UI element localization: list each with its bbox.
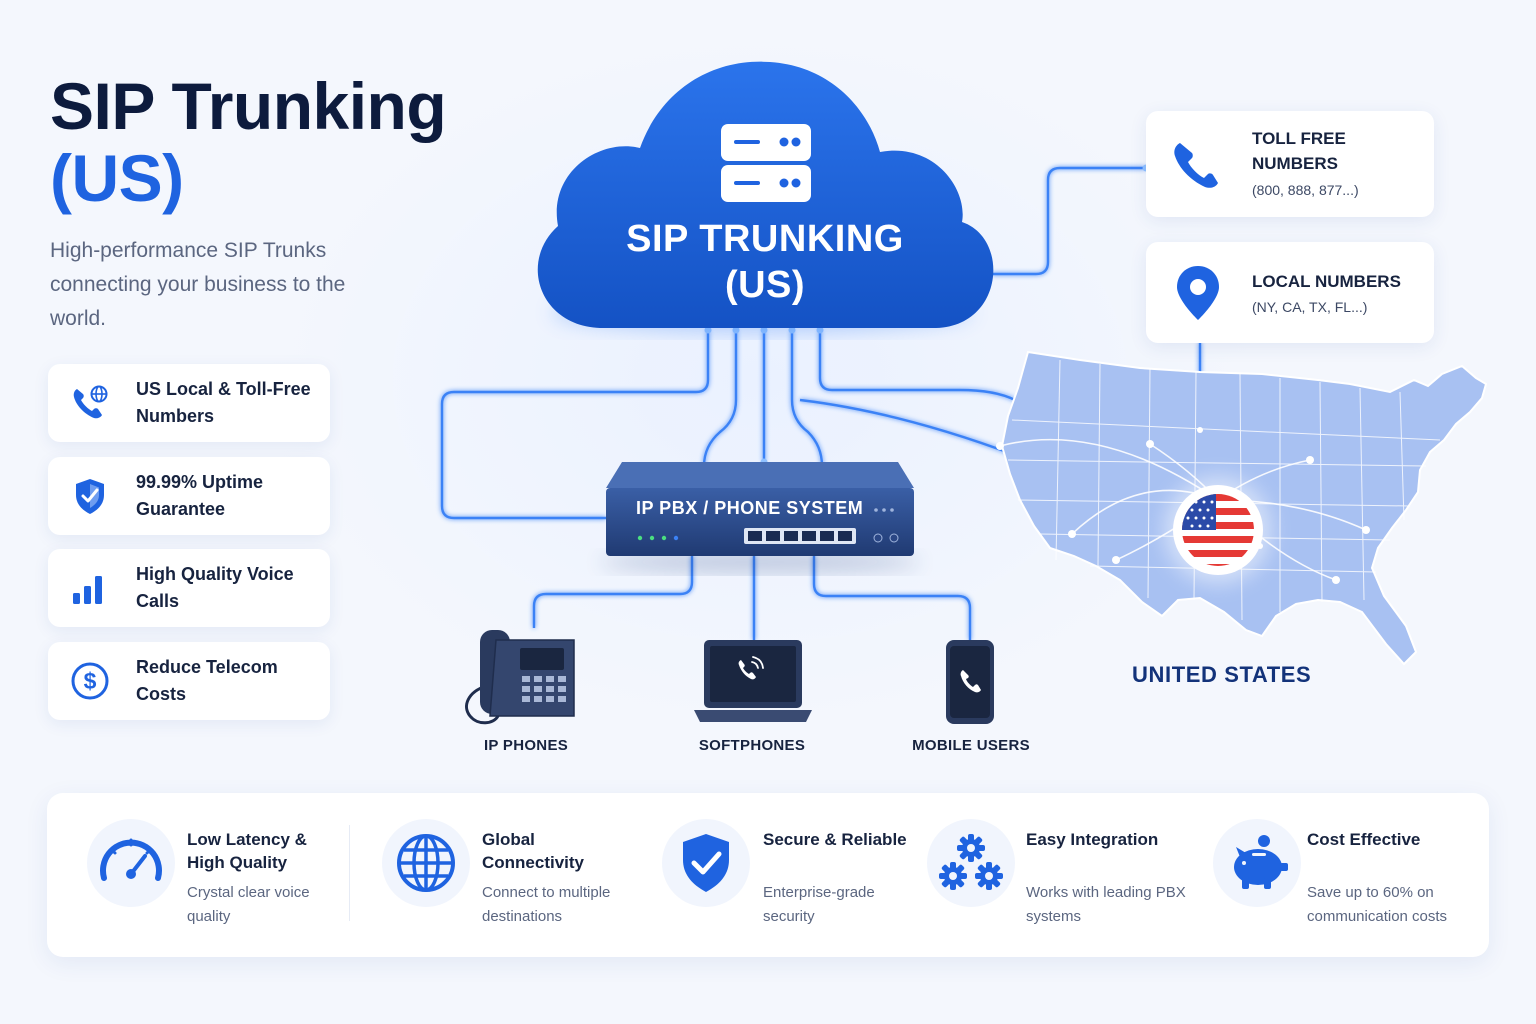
benefit-title: Secure & Reliable: [763, 830, 907, 849]
page-title: SIP Trunking (US): [50, 69, 447, 215]
desk-phone-icon: [465, 630, 575, 725]
network-diagram: [440, 61, 1488, 725]
cloud-title-line2: (US): [724, 264, 806, 306]
benefits-bar: Low Latency & High Quality Crystal clear…: [47, 793, 1489, 957]
benefit-desc: Save up to 60% on communication costs: [1307, 884, 1448, 925]
feature-card-numbers: US Local & Toll-Free Numbers: [48, 364, 330, 442]
feature-card-costs: $ Reduce Telecom Costs: [48, 641, 330, 720]
phone-icon: [1168, 137, 1228, 202]
toll-free-title: TOLL FREE NUMBERS: [1252, 129, 1346, 173]
local-numbers-subtitle: (NY, CA, TX, FL...): [1252, 299, 1368, 315]
mobile-phone-icon: [946, 640, 994, 724]
laptop-phone-icon: [694, 640, 812, 722]
feature-label: Reduce Telecom Costs: [136, 656, 278, 704]
endpoint-label-ip-phones: IP PHONES: [483, 737, 569, 754]
benefit-title: Global Connectivity: [482, 830, 585, 872]
sip-cloud: [537, 61, 994, 332]
feature-card-quality: High Quality Voice Calls: [48, 549, 330, 627]
page-title-main: SIP Trunking: [50, 69, 447, 143]
benefit-title: Easy Integration: [1026, 830, 1159, 849]
cloud-title: SIP TRUNKING (US): [600, 216, 930, 308]
speedometer-icon: [87, 819, 175, 907]
cloud-title-line1: SIP TRUNKING: [626, 218, 904, 260]
benefit-title: Low Latency & High Quality: [187, 830, 307, 872]
endpoint-label-softphones: SOFTPHONES: [698, 737, 806, 754]
gears-icon: [927, 819, 1015, 907]
feature-list: US Local & Toll-Free Numbers 99.99% Upti…: [48, 364, 330, 734]
benefit-desc: Connect to multiple destinations: [482, 884, 611, 925]
us-flag-icon: [1164, 476, 1272, 584]
pbx-label: IP PBX / PHONE SYSTEM: [636, 498, 864, 518]
local-numbers-title: LOCAL NUMBERS: [1252, 272, 1401, 291]
signal-bars-icon: [68, 566, 112, 610]
benefit-desc: Crystal clear voice quality: [187, 884, 310, 925]
feature-label: US Local & Toll-Free Numbers: [136, 379, 311, 426]
dollar-icon: $: [68, 659, 112, 703]
pbx-device: [600, 462, 920, 572]
local-numbers-card: LOCAL NUMBERS (NY, CA, TX, FL...): [1146, 242, 1434, 343]
toll-free-subtitle: (800, 888, 877...): [1252, 182, 1359, 198]
page-title-sub: (US): [50, 141, 184, 215]
location-pin-icon: [1168, 262, 1228, 329]
map-label: UNITED STATES: [1132, 662, 1312, 687]
feature-label: 99.99% Uptime Guarantee: [136, 471, 264, 519]
endpoint-label-mobile-users: MOBILE USERS: [912, 737, 1030, 754]
connection-lines: [440, 166, 1202, 640]
phone-globe-icon: [68, 381, 112, 425]
page-description: High-performance SIP Trunks connecting y…: [50, 239, 346, 330]
svg-text:$: $: [84, 668, 97, 694]
server-icon: [721, 124, 811, 202]
benefit-divider: [349, 825, 350, 921]
globe-icon: [382, 819, 470, 907]
benefit-desc: Works with leading PBX systems: [1026, 884, 1186, 925]
feature-card-uptime: 99.99% Uptime Guarantee: [48, 456, 330, 535]
benefit-desc: Enterprise-grade security: [763, 884, 875, 925]
piggy-bank-icon: [1213, 819, 1301, 907]
feature-label: High Quality Voice Calls: [136, 564, 294, 611]
toll-free-card: TOLL FREE NUMBERS (800, 888, 877...): [1146, 111, 1434, 217]
benefit-title: Cost Effective: [1307, 830, 1421, 849]
shield-icon: [68, 474, 112, 518]
shield-check-icon: [662, 819, 750, 907]
